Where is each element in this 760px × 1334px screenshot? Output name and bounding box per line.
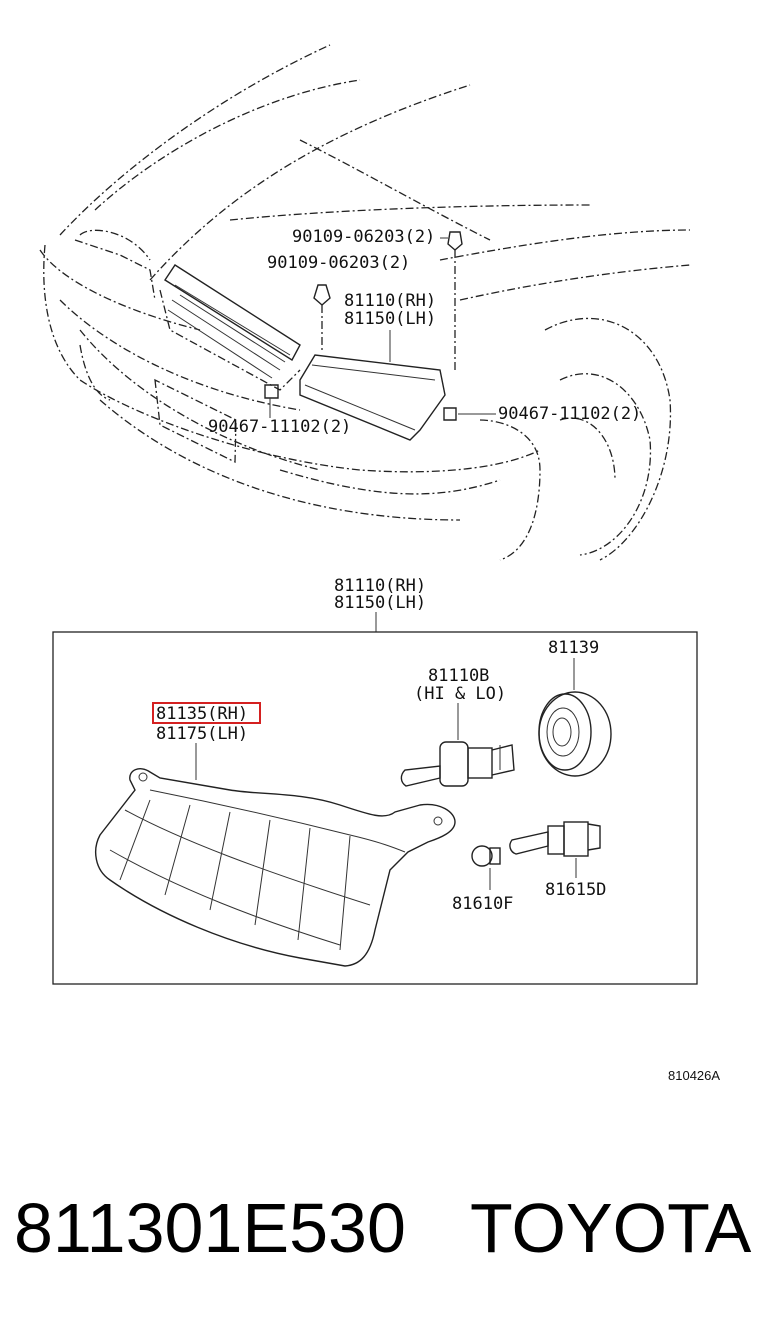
callout-bulb-small: 81610F [452, 894, 513, 914]
car-front-illustration [39, 44, 691, 561]
diagram-code: 810426A [668, 1068, 720, 1083]
callout-nut-right: 90467-11102(2) [498, 404, 641, 424]
socket-cover-icon [538, 691, 612, 777]
callout-socket-cover: 81139 [548, 638, 599, 658]
callout-nut-left: 90467-11102(2) [208, 417, 351, 437]
callout-bulb-socket: 81615D [545, 880, 606, 900]
highlight-box [152, 702, 261, 724]
bolt-icon [447, 231, 463, 251]
callout-box-lh: 81150(LH) [334, 593, 426, 613]
callout-unit-rh-top: 81110(RH) [344, 291, 436, 311]
wedge-bulb-icon [471, 845, 501, 867]
h4-bulb-icon [400, 741, 515, 787]
footer: 811301E530 TOYOTA [14, 1188, 754, 1278]
callout-bolt-top-a: 90109-06203(2) [292, 227, 435, 247]
callout-bolt-top-b: 90109-06203(2) [267, 253, 410, 273]
nut-icon [443, 407, 457, 421]
bulb-socket-icon [509, 821, 601, 857]
headlamp-lens-unit [94, 768, 456, 967]
brand-name: TOYOTA [470, 1189, 752, 1267]
part-number: 811301E530 [14, 1189, 406, 1267]
detail-box [52, 631, 698, 985]
callout-bulb-main: 81110B [428, 666, 489, 686]
callout-box-rh: 81110(RH) [334, 576, 426, 596]
bolt-icon [313, 284, 331, 306]
callout-bulb-main-note: (HI & LO) [414, 684, 506, 704]
callout-lens-lh: 81175(LH) [156, 724, 248, 744]
callout-unit-lh-top: 81150(LH) [344, 309, 436, 329]
callout-lens-rh: 81135(RH) [156, 704, 248, 724]
nut-icon [264, 384, 279, 399]
